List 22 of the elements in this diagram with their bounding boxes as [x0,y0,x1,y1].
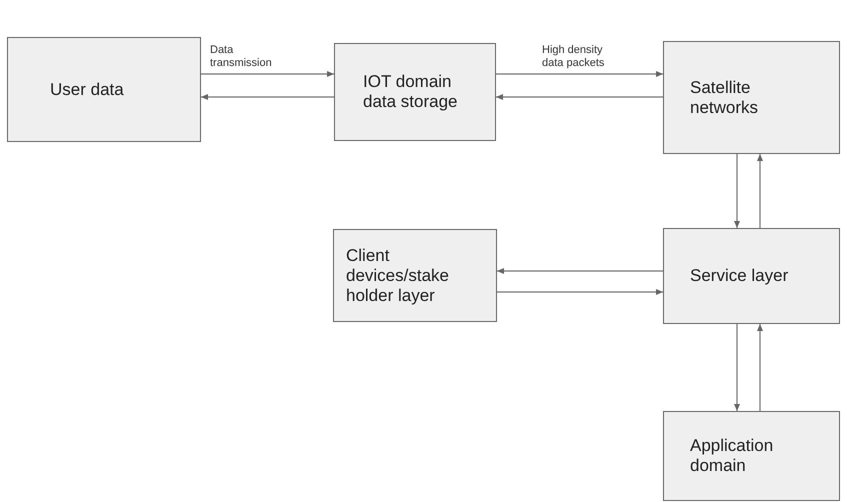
box-label: Service layer [690,266,790,286]
process-box [663,411,840,501]
box-label: User data [50,80,125,100]
arrow [757,324,763,411]
process-box [663,228,840,324]
arrow [496,71,663,77]
arrow [734,154,740,228]
box-label: Satellite networks [690,78,760,118]
process-box [334,43,496,141]
arrow [201,94,334,100]
arrow [496,94,663,100]
box-label: IOT domain data storage [363,72,459,112]
process-box [7,37,201,142]
arrow [734,324,740,411]
arrow [201,71,334,77]
arrow [497,289,663,295]
process-box [333,229,497,322]
box-label: Client devices/stake holder layer [346,246,450,306]
process-box [663,41,840,154]
arrow [497,268,663,274]
arrow [757,154,763,228]
box-label: Application domain [690,436,774,476]
